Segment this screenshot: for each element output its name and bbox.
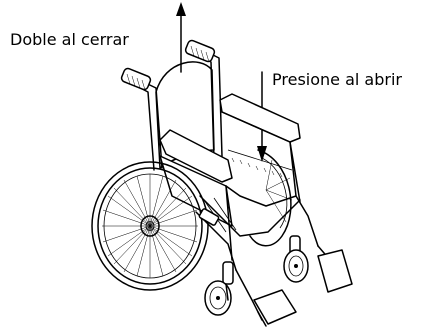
frame bbox=[195, 141, 319, 271]
push-handles bbox=[120, 39, 223, 171]
front-caster-left bbox=[204, 261, 234, 316]
press-instruction-label: Presione al abrir bbox=[272, 70, 402, 89]
far-rear-wheel bbox=[249, 149, 293, 247]
fold-instruction-label: Doble al cerrar bbox=[10, 30, 129, 49]
side-panel bbox=[159, 155, 233, 227]
seat bbox=[221, 111, 297, 207]
fold-arrow bbox=[176, 2, 186, 73]
front-caster-right bbox=[283, 235, 309, 283]
armrests bbox=[159, 93, 301, 183]
rear-wheel bbox=[91, 161, 209, 291]
footrests bbox=[235, 245, 353, 327]
